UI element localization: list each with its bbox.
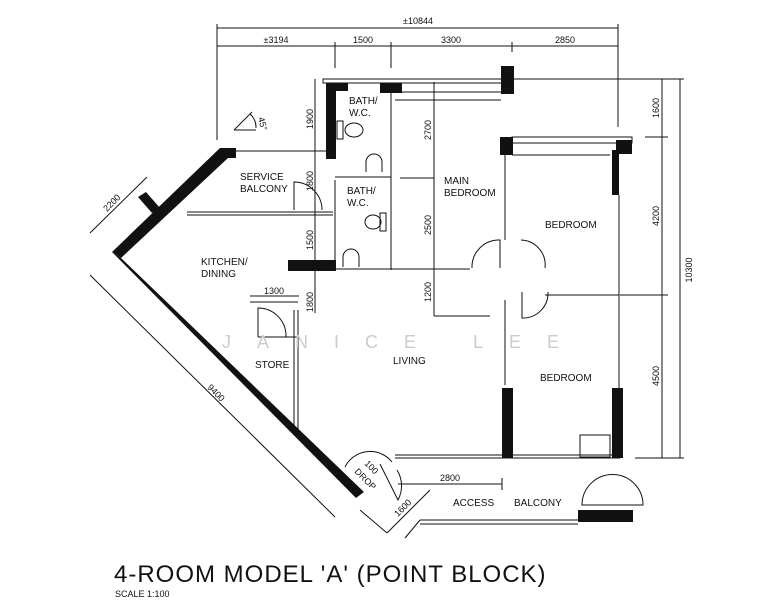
- doors: [257, 181, 644, 506]
- dim-entry-diag: 1600: [392, 497, 413, 518]
- angle-label: 45°: [256, 116, 269, 132]
- label-bath1: BATH/: [349, 96, 378, 107]
- label-kitchen-2: DINING: [201, 269, 236, 280]
- dim-top-3: 3300: [441, 35, 461, 45]
- dim-bath-4: 1800: [305, 292, 315, 312]
- label-service-balcony: SERVICE: [240, 172, 284, 183]
- dim-main-1: 2700: [423, 120, 433, 140]
- plan-title: 4-ROOM MODEL 'A' (POINT BLOCK): [114, 561, 547, 588]
- dim-store: 1300: [264, 286, 284, 296]
- toilet-icon: [344, 122, 364, 138]
- angle-45-icon: 45°: [233, 111, 269, 132]
- label-bath2-2: W.C.: [347, 198, 369, 209]
- toilet-icon: [364, 214, 382, 230]
- dim-overall-depth: 10300: [684, 257, 694, 282]
- dim-main-2: 2500: [423, 215, 433, 235]
- dim-right-2: 4200: [651, 206, 661, 226]
- inner-dimensions: 1900 1800 1500 1800 2700 2500 1200 1300 …: [89, 82, 503, 534]
- label-access: ACCESS: [453, 498, 494, 509]
- dim-access: 2800: [440, 473, 460, 483]
- dim-top-2: 1500: [353, 35, 373, 45]
- label-main-bedroom: MAIN: [444, 176, 469, 187]
- basin-icon: [365, 153, 383, 172]
- basin-icon: [342, 248, 360, 267]
- walls: [112, 66, 633, 539]
- right-dimensions: 1600 4200 4500 10300: [512, 78, 694, 459]
- label-bath2: BATH/: [347, 186, 376, 197]
- room-labels: BATH/ W.C. BATH/ W.C. MAIN BEDROOM BEDRO…: [201, 96, 597, 509]
- top-dimensions: ±10844 ±3194 1500 3300 2850: [216, 16, 619, 140]
- dim-top-1: ±3194: [264, 35, 289, 45]
- dim-bath-2: 1800: [305, 171, 315, 191]
- dim-right-1: 1600: [651, 98, 661, 118]
- label-balcony: BALCONY: [514, 498, 562, 509]
- dim-main-3: 1200: [423, 282, 433, 302]
- dim-bath-1: 1900: [305, 109, 315, 129]
- label-bath1-2: W.C.: [349, 108, 371, 119]
- label-main-bedroom-2: BEDROOM: [444, 188, 496, 199]
- fixtures: [336, 120, 387, 267]
- dim-overall-width: ±10844: [403, 16, 433, 26]
- label-kitchen: KITCHEN/: [201, 257, 248, 268]
- dim-right-3: 4500: [651, 366, 661, 386]
- label-service-balcony-2: BALCONY: [240, 184, 288, 195]
- label-store: STORE: [255, 360, 290, 371]
- dim-top-4: 2850: [555, 35, 575, 45]
- scale-label: SCALE 1:100: [115, 589, 170, 599]
- label-living: LIVING: [393, 356, 426, 367]
- dim-bath-3: 1500: [305, 230, 315, 250]
- watermark: JANICE LEE: [222, 332, 585, 352]
- dim-service-diag: 2200: [101, 192, 122, 213]
- label-bedroom-2: BEDROOM: [540, 373, 592, 384]
- label-bedroom-1: BEDROOM: [545, 220, 597, 231]
